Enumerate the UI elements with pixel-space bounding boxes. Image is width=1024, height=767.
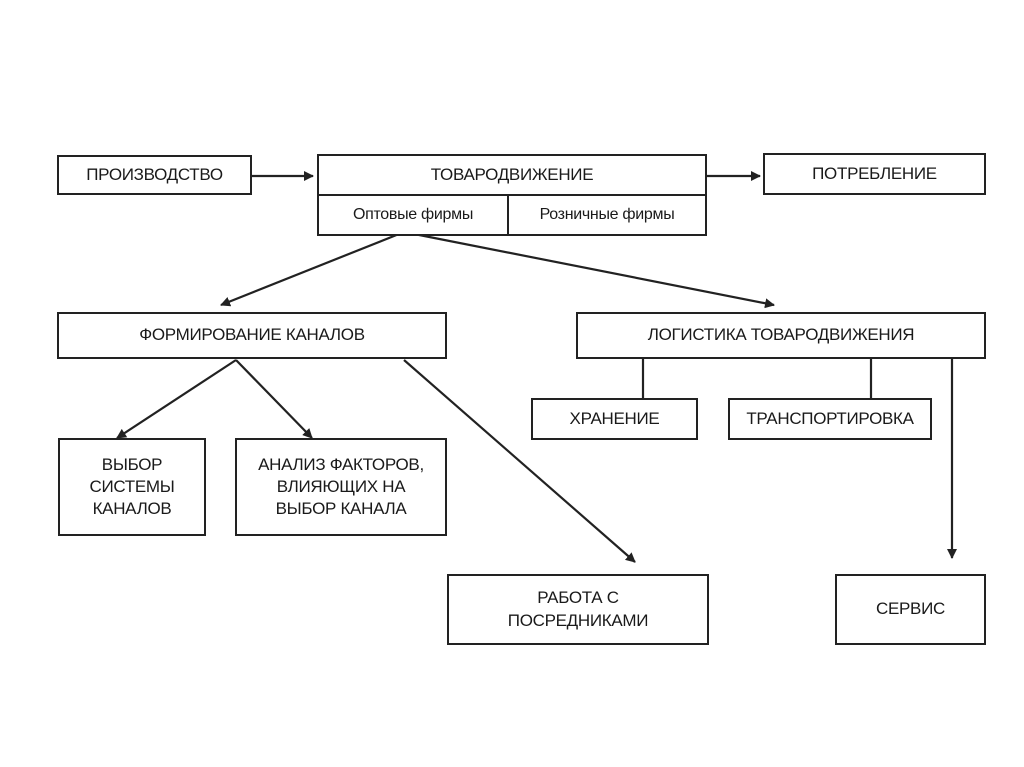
wholesale-label: Оптовые фирмы [352, 205, 474, 223]
factor-analysis-box: АНАЛИЗ ФАКТОРОВ, ВЛИЯЮЩИХ НА ВЫБОР КАНАЛ… [235, 438, 447, 536]
service-label: СЕРВИС [876, 599, 945, 619]
distribution-label: ТОВАРОДВИЖЕНИЕ [430, 164, 594, 184]
storage-box: ХРАНЕНИЕ [531, 398, 698, 440]
storage-label: ХРАНЕНИЕ [569, 408, 660, 428]
consumption-label: ПОТРЕБЛЕНИЕ [812, 163, 937, 183]
transportation-box: ТРАНСПОРТИРОВКА [728, 398, 932, 440]
logistics-label: ЛОГИСТИКА ТОВАРОДВИЖЕНИЯ [647, 325, 915, 345]
production-label: ПРОИЗВОДСТВО [86, 164, 223, 184]
intermediaries-label: РАБОТА С ПОСРЕДНИКАМИ [507, 588, 649, 630]
channel-system-choice-label: ВЫБОР СИСТЕМЫ КАНАЛОВ [89, 454, 175, 519]
transportation-label: ТРАНСПОРТИРОВКА [746, 408, 914, 428]
distribution-box: ТОВАРОДВИЖЕНИЕ [317, 154, 707, 196]
logistics-box: ЛОГИСТИКА ТОВАРОДВИЖЕНИЯ [576, 312, 986, 359]
wholesale-box: Оптовые фирмы [317, 194, 509, 236]
channel-formation-box: ФОРМИРОВАНИЕ КАНАЛОВ [57, 312, 447, 359]
factor-analysis-label: АНАЛИЗ ФАКТОРОВ, ВЛИЯЮЩИХ НА ВЫБОР КАНАЛ… [258, 454, 424, 519]
retail-box: Розничные фирмы [507, 194, 707, 236]
channel-system-choice-box: ВЫБОР СИСТЕМЫ КАНАЛОВ [58, 438, 206, 536]
arrow-channel-formation-to-intermediaries [403, 359, 636, 563]
arrow-distribution-to-logistics [403, 230, 775, 309]
retail-label: Розничные фирмы [539, 205, 675, 223]
production-box: ПРОИЗВОДСТВО [57, 155, 252, 195]
arrow-channel-formation-to-system-choice [116, 359, 237, 439]
arrow-channel-formation-to-factor-analysis [235, 359, 313, 439]
service-box: СЕРВИС [835, 574, 986, 645]
intermediaries-box: РАБОТА С ПОСРЕДНИКАМИ [447, 574, 709, 645]
arrow-distribution-to-channel-formation [220, 230, 405, 307]
channel-formation-label: ФОРМИРОВАНИЕ КАНАЛОВ [139, 325, 365, 345]
consumption-box: ПОТРЕБЛЕНИЕ [763, 153, 986, 195]
